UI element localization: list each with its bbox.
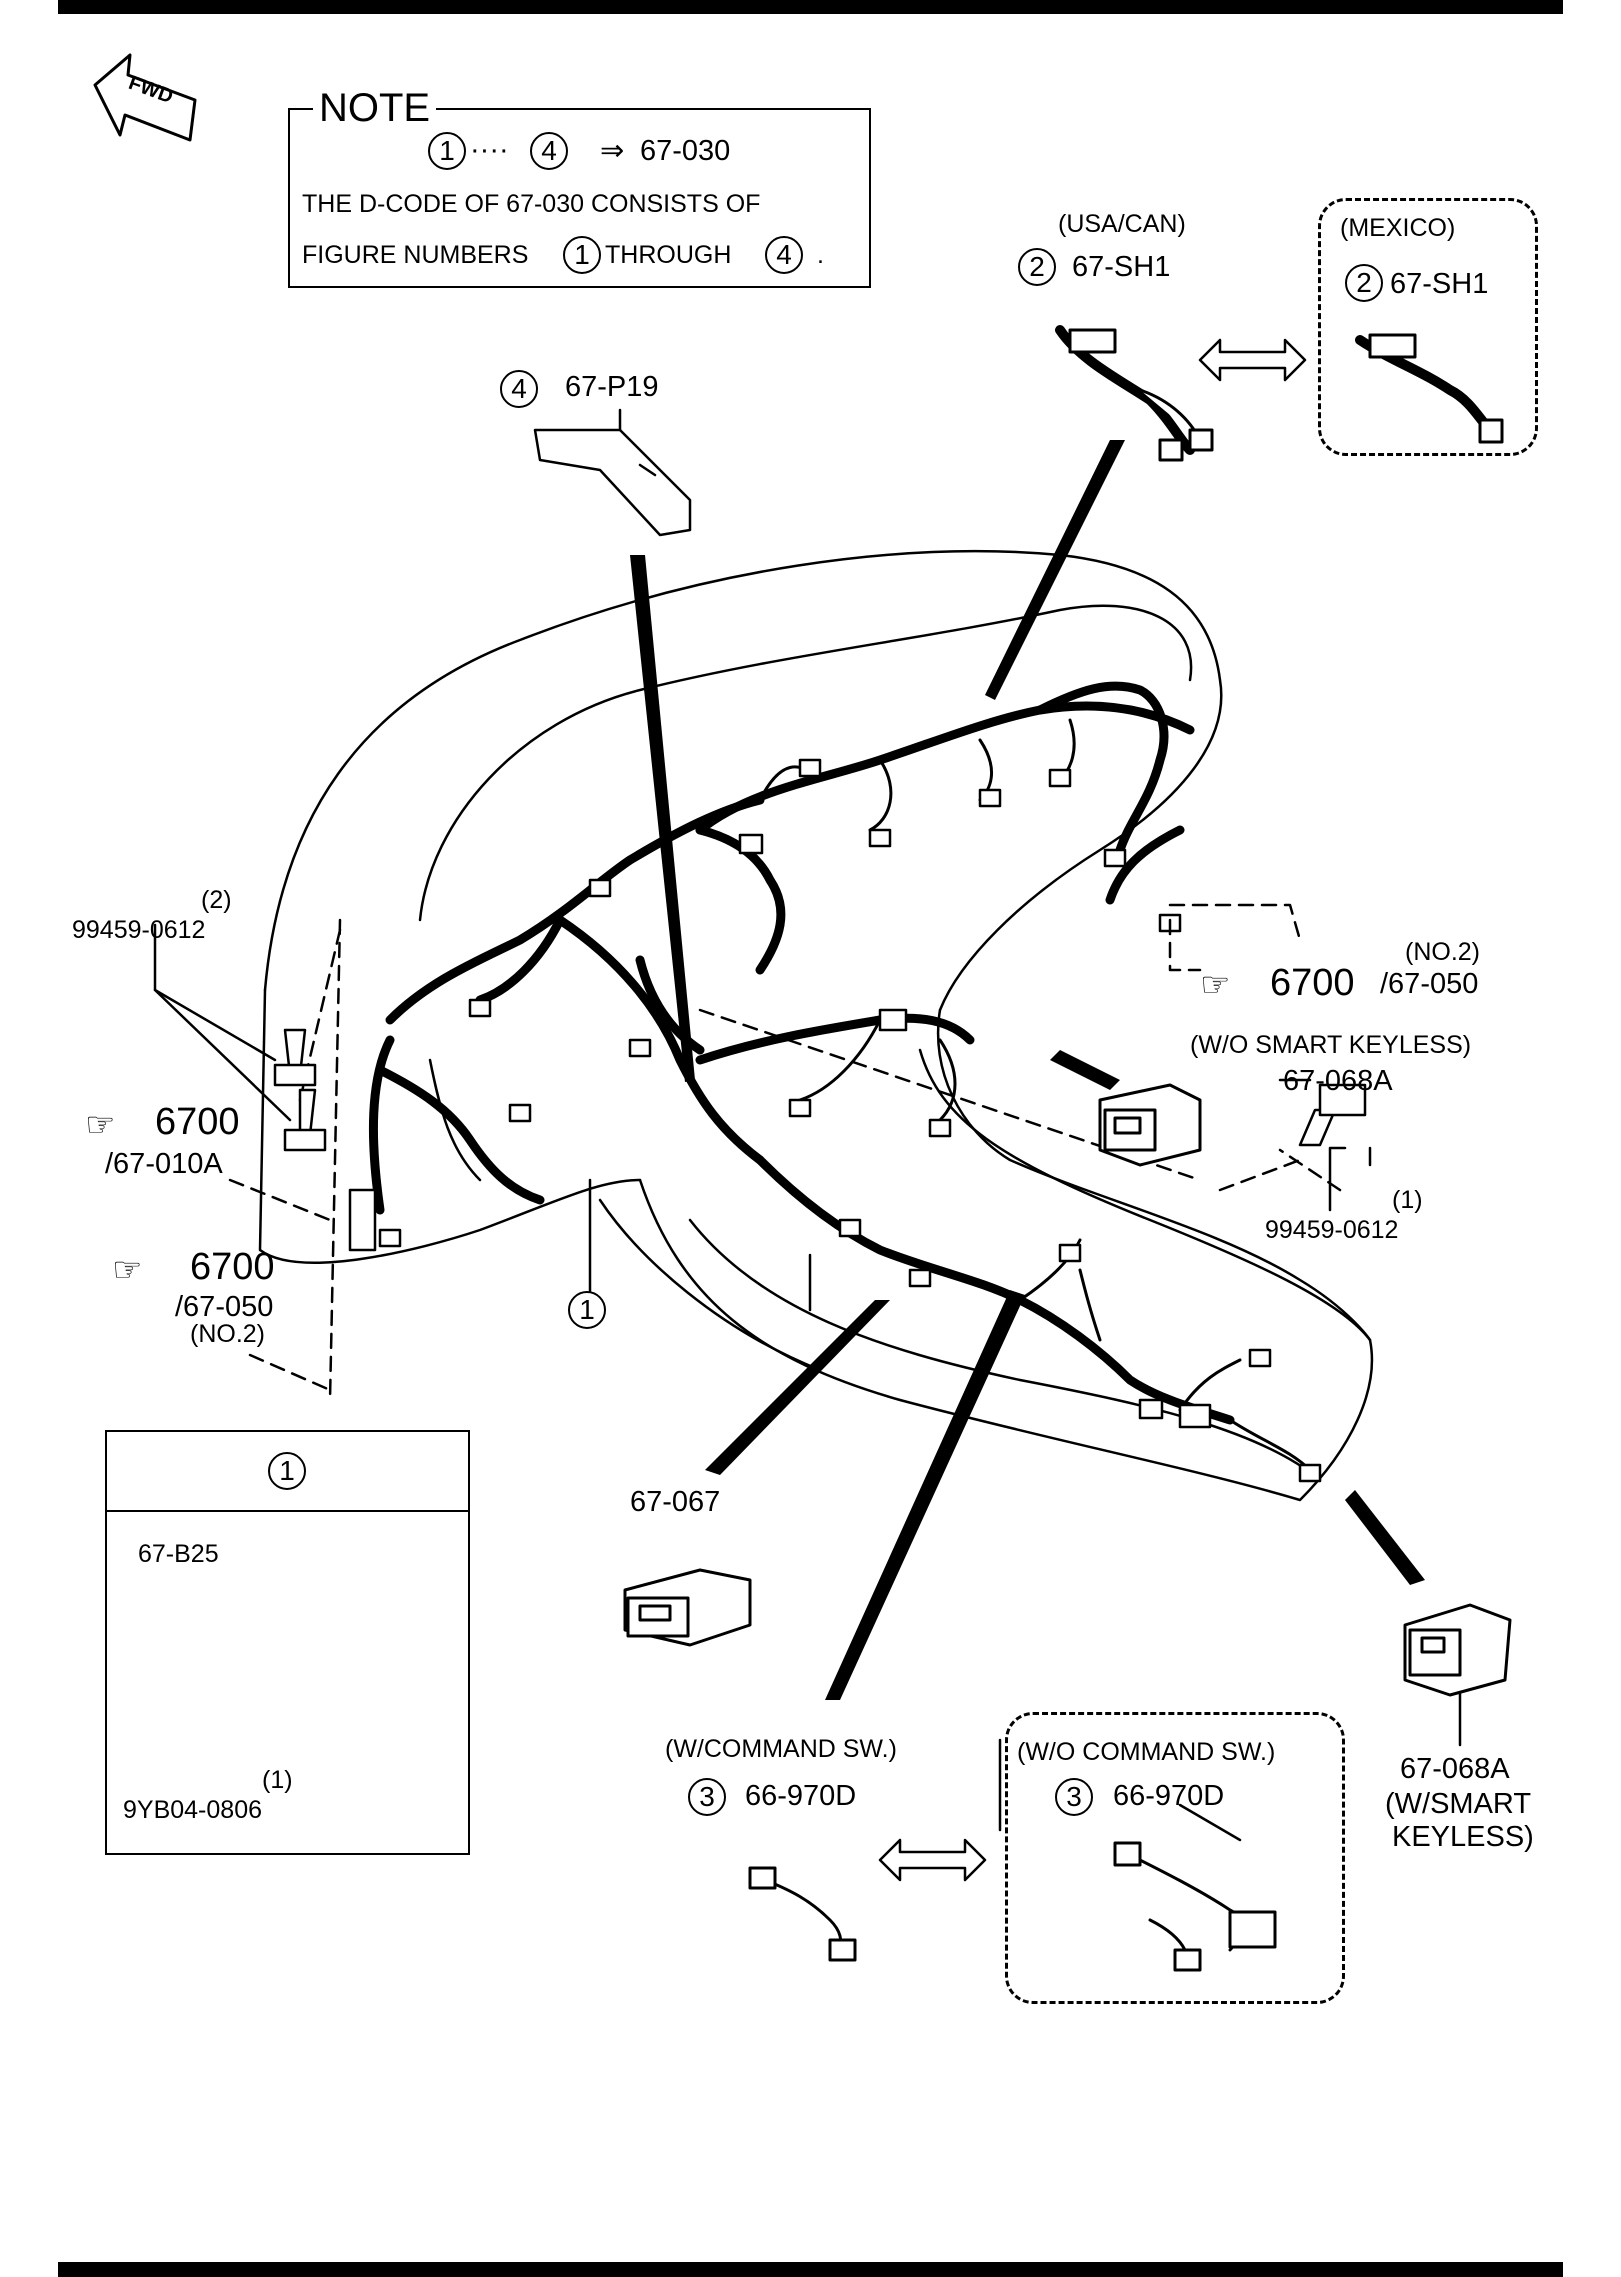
- detail-box-1: [105, 1430, 470, 1855]
- pointing-hand-icon: ☞: [112, 1250, 143, 1290]
- conn-068a-top-condition: (W/O SMART KEYLESS): [1190, 1031, 1472, 1059]
- top-border: [58, 0, 1563, 14]
- without-command-sw-box: [1005, 1712, 1345, 2004]
- note-range-code: 67-030: [640, 135, 731, 167]
- detail-box-1-num: 1: [268, 1452, 306, 1490]
- detail-bracket-code: 67-B25: [138, 1540, 219, 1568]
- ref-right-note: (NO.2): [1405, 938, 1480, 966]
- ref-left-1-sub: /67-010A: [105, 1148, 223, 1180]
- ref-right-code: 6700: [1270, 962, 1355, 1004]
- fwd-arrow-icon: [93, 53, 197, 142]
- note-range-dots: ····: [470, 134, 509, 166]
- ref-right-sub: /67-050: [1380, 968, 1479, 1000]
- note-range-arrow: ⇒: [600, 133, 625, 167]
- note-range-start: 1: [428, 132, 466, 170]
- pointing-hand-icon: ☞: [85, 1105, 116, 1145]
- sh1-usa-code: 67-SH1: [1072, 251, 1171, 283]
- detail-box-1-header: [105, 1430, 470, 1512]
- bottom-border: [58, 2262, 1563, 2277]
- sh1-mex-num: 2: [1345, 264, 1383, 302]
- note-range-end: 4: [530, 132, 568, 170]
- part-67-sh1-mexico: [1355, 333, 1504, 444]
- bolt-right-code: 99459-0612: [1265, 1216, 1399, 1244]
- note-line-2-mid: THROUGH: [605, 241, 732, 269]
- note-line-1: THE D-CODE OF 67-030 CONSISTS OF: [302, 190, 761, 218]
- sw-without-condition: (W/O COMMAND SW.): [1017, 1738, 1276, 1766]
- sh1-mex-code: 67-SH1: [1390, 268, 1489, 300]
- note-line-2-suffix: .: [817, 241, 824, 269]
- sw-without-code: 66-970D: [1113, 1780, 1225, 1812]
- callout-1: 1: [568, 1291, 606, 1329]
- sh1-mex-condition: (MEXICO): [1340, 214, 1456, 242]
- part-66-970d-without: [1113, 1841, 1277, 1972]
- ref-left-2-sub: /67-050: [175, 1291, 274, 1323]
- part-67-sh1-usa: [1055, 325, 1214, 462]
- sw-with-condition: (W/COMMAND SW.): [665, 1735, 897, 1763]
- bolt-left-qty: (2): [201, 886, 232, 914]
- pointing-hand-icon: ☞: [1200, 965, 1231, 1005]
- bolt-left-code: 99459-0612: [72, 916, 206, 944]
- double-arrow-icon: [878, 338, 1307, 1882]
- sw-without-num: 3: [1055, 1778, 1093, 1816]
- conn-068a-bottom-condition-2: KEYLESS): [1392, 1821, 1534, 1853]
- bolt-right-qty: (1): [1392, 1186, 1423, 1214]
- ref-left-2-note: (NO.2): [190, 1320, 265, 1348]
- ref-left-1-code: 6700: [155, 1101, 240, 1143]
- note-line-2-prefix: FIGURE NUMBERS: [302, 241, 529, 269]
- conn-068a-bottom-condition-1: (W/SMART: [1385, 1788, 1532, 1820]
- bolts-left: [273, 1028, 327, 1152]
- detail-nut-code: 9YB04-0806: [123, 1796, 263, 1824]
- sh1-usa-condition: (USA/CAN): [1058, 210, 1186, 238]
- mexico-option-box: [1318, 198, 1538, 456]
- sh1-usa-num: 2: [1018, 248, 1056, 286]
- sw-with-num: 3: [688, 1778, 726, 1816]
- note-line-2-num1: 1: [563, 236, 601, 274]
- harness-thin-wires: [758, 718, 1312, 1472]
- conn-068a-bottom-code: 67-068A: [1400, 1753, 1510, 1785]
- leader-lines: [153, 923, 1462, 1842]
- connector-67-067: [623, 1568, 752, 1647]
- note-title: NOTE: [313, 88, 437, 128]
- leader-wedges: [630, 440, 1425, 1700]
- ref-left-2-code: 6700: [190, 1246, 275, 1288]
- sw-with-code: 66-970D: [745, 1780, 857, 1812]
- note-line-2-num2: 4: [765, 236, 803, 274]
- connector-67-068a-bottom: [1403, 1603, 1512, 1697]
- p19-num: 4: [500, 370, 538, 408]
- bolt-right: [1298, 1083, 1367, 1147]
- part-67-p19: [533, 408, 692, 537]
- harness-connectors: [348, 758, 1322, 1483]
- conn-067-code: 67-067: [630, 1486, 721, 1518]
- conn-068a-top-code: 67-068A: [1283, 1065, 1393, 1097]
- part-66-970d-with: [748, 1866, 857, 1962]
- connector-67-068a-top: [1098, 1083, 1202, 1167]
- p19-code: 67-P19: [565, 371, 659, 403]
- dashboard-outline: [258, 549, 1374, 1502]
- detail-nut-qty: (1): [262, 1766, 293, 1794]
